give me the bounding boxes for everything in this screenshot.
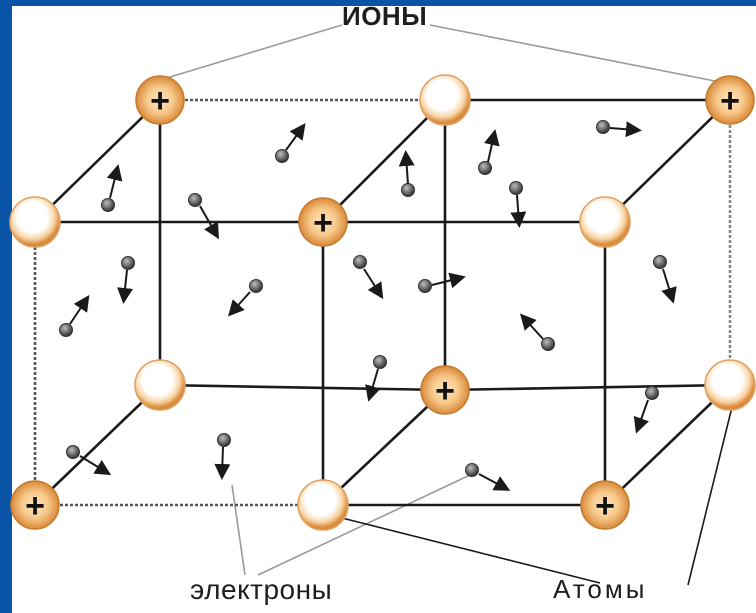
electron (398, 150, 415, 197)
electrons-leader-2 (257, 474, 471, 576)
ion-plus-sign: + (313, 204, 333, 242)
leader-lines (159, 24, 731, 576)
atoms (9, 74, 756, 531)
electron (596, 120, 642, 138)
ion-plus-sign: + (720, 82, 740, 120)
ions-label: ИОНЫ (342, 1, 428, 31)
ion-plus-sign: + (25, 487, 45, 525)
lattice-lines (33, 98, 732, 507)
electron (519, 313, 555, 351)
atom (9, 196, 61, 248)
ion: + (705, 75, 755, 125)
electron (353, 255, 384, 300)
atoms-label: Атомы (553, 574, 648, 604)
atoms-leader-1 (329, 514, 601, 584)
ions-leader-right (429, 24, 731, 85)
electron (478, 129, 500, 175)
electron (117, 256, 135, 304)
electron (59, 295, 90, 337)
edge (322, 99, 446, 223)
ions: + + + + + + (10, 75, 755, 530)
electron (214, 433, 231, 480)
ion: + (420, 365, 470, 415)
atom-leader-lines (329, 394, 736, 586)
ion-plus-sign: + (435, 372, 455, 410)
ion: + (580, 480, 630, 530)
ions-leader-left (159, 24, 343, 81)
edge (322, 389, 446, 506)
electron (275, 123, 306, 163)
ion: + (135, 75, 185, 125)
atom (579, 196, 631, 248)
edge (444, 383, 731, 392)
edge (159, 383, 446, 392)
electron (465, 463, 511, 491)
electrons-leader-1 (231, 484, 246, 576)
edge (34, 384, 161, 506)
electron (227, 279, 263, 317)
atom (704, 359, 756, 411)
electron (509, 181, 527, 228)
ion-plus-sign: + (150, 82, 170, 120)
atom (134, 359, 186, 411)
electrons-label: электроны (190, 574, 333, 605)
edge (604, 99, 731, 223)
electron (365, 355, 387, 402)
electron (633, 386, 659, 434)
ion: + (298, 197, 348, 247)
edge (604, 384, 731, 506)
electron (653, 255, 677, 304)
electron (101, 164, 123, 212)
electron (66, 445, 112, 476)
atom (297, 479, 349, 531)
electron (188, 193, 219, 240)
electrons (59, 120, 677, 491)
electron (418, 272, 466, 293)
edge (34, 99, 161, 223)
atom (419, 74, 471, 126)
ion-plus-sign: + (595, 487, 615, 525)
ion: + (10, 480, 60, 530)
atoms-leader-2 (687, 394, 736, 586)
diagram-panel (12, 6, 756, 613)
